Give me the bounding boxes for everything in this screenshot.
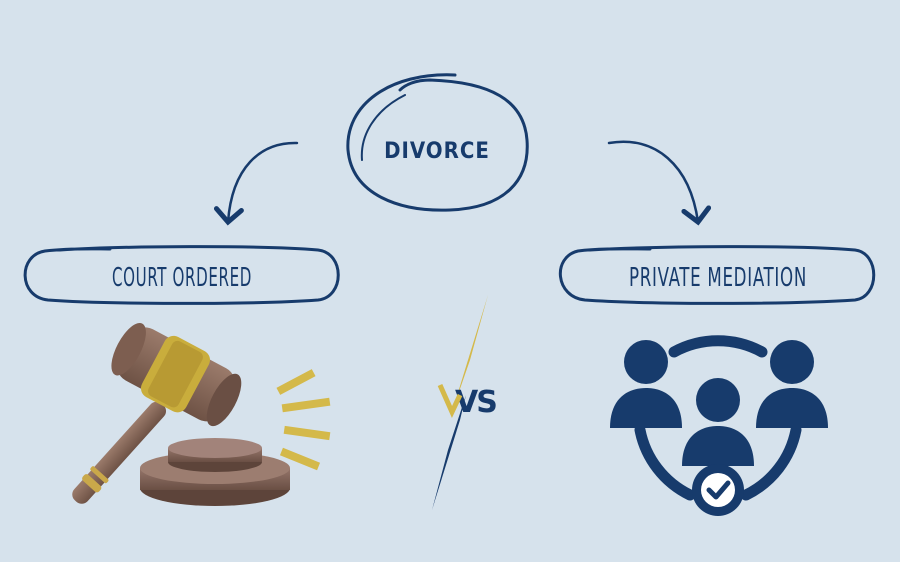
arrow-to-private-mediation [607,140,712,226]
versus-divider: VS [432,295,498,510]
person-icon-center [682,378,754,466]
right-node-label: PRIVATE MEDIATION [629,263,807,293]
check-badge-icon [692,464,744,516]
impact-lines [276,369,331,471]
right-node: PRIVATE MEDIATION [559,245,876,305]
arrow-to-court-ordered [213,141,299,226]
person-icon-left [610,340,682,428]
center-node-circle [346,73,529,212]
right-node-pill [559,245,876,305]
mediation-ring-bottom-right [740,424,802,501]
center-node-circle-stroke2 [360,94,406,161]
left-node-label: COURT ORDERED [112,263,252,293]
person-icon-right [756,340,828,428]
versus-slash-lower [432,395,466,510]
gavel-icon [72,323,331,506]
versus-label: VS [455,385,496,420]
center-node: DIVORCE [346,73,529,212]
left-node: COURT ORDERED [23,245,340,305]
group-mediation-icon [610,335,828,516]
mediation-ring-top [668,335,768,358]
versus-slash-upper [452,295,488,412]
center-node-label: DIVORCE [384,139,490,164]
versus-v-gold [437,383,463,419]
left-node-pill [23,245,340,305]
mediation-ring-bottom-left [634,424,696,501]
